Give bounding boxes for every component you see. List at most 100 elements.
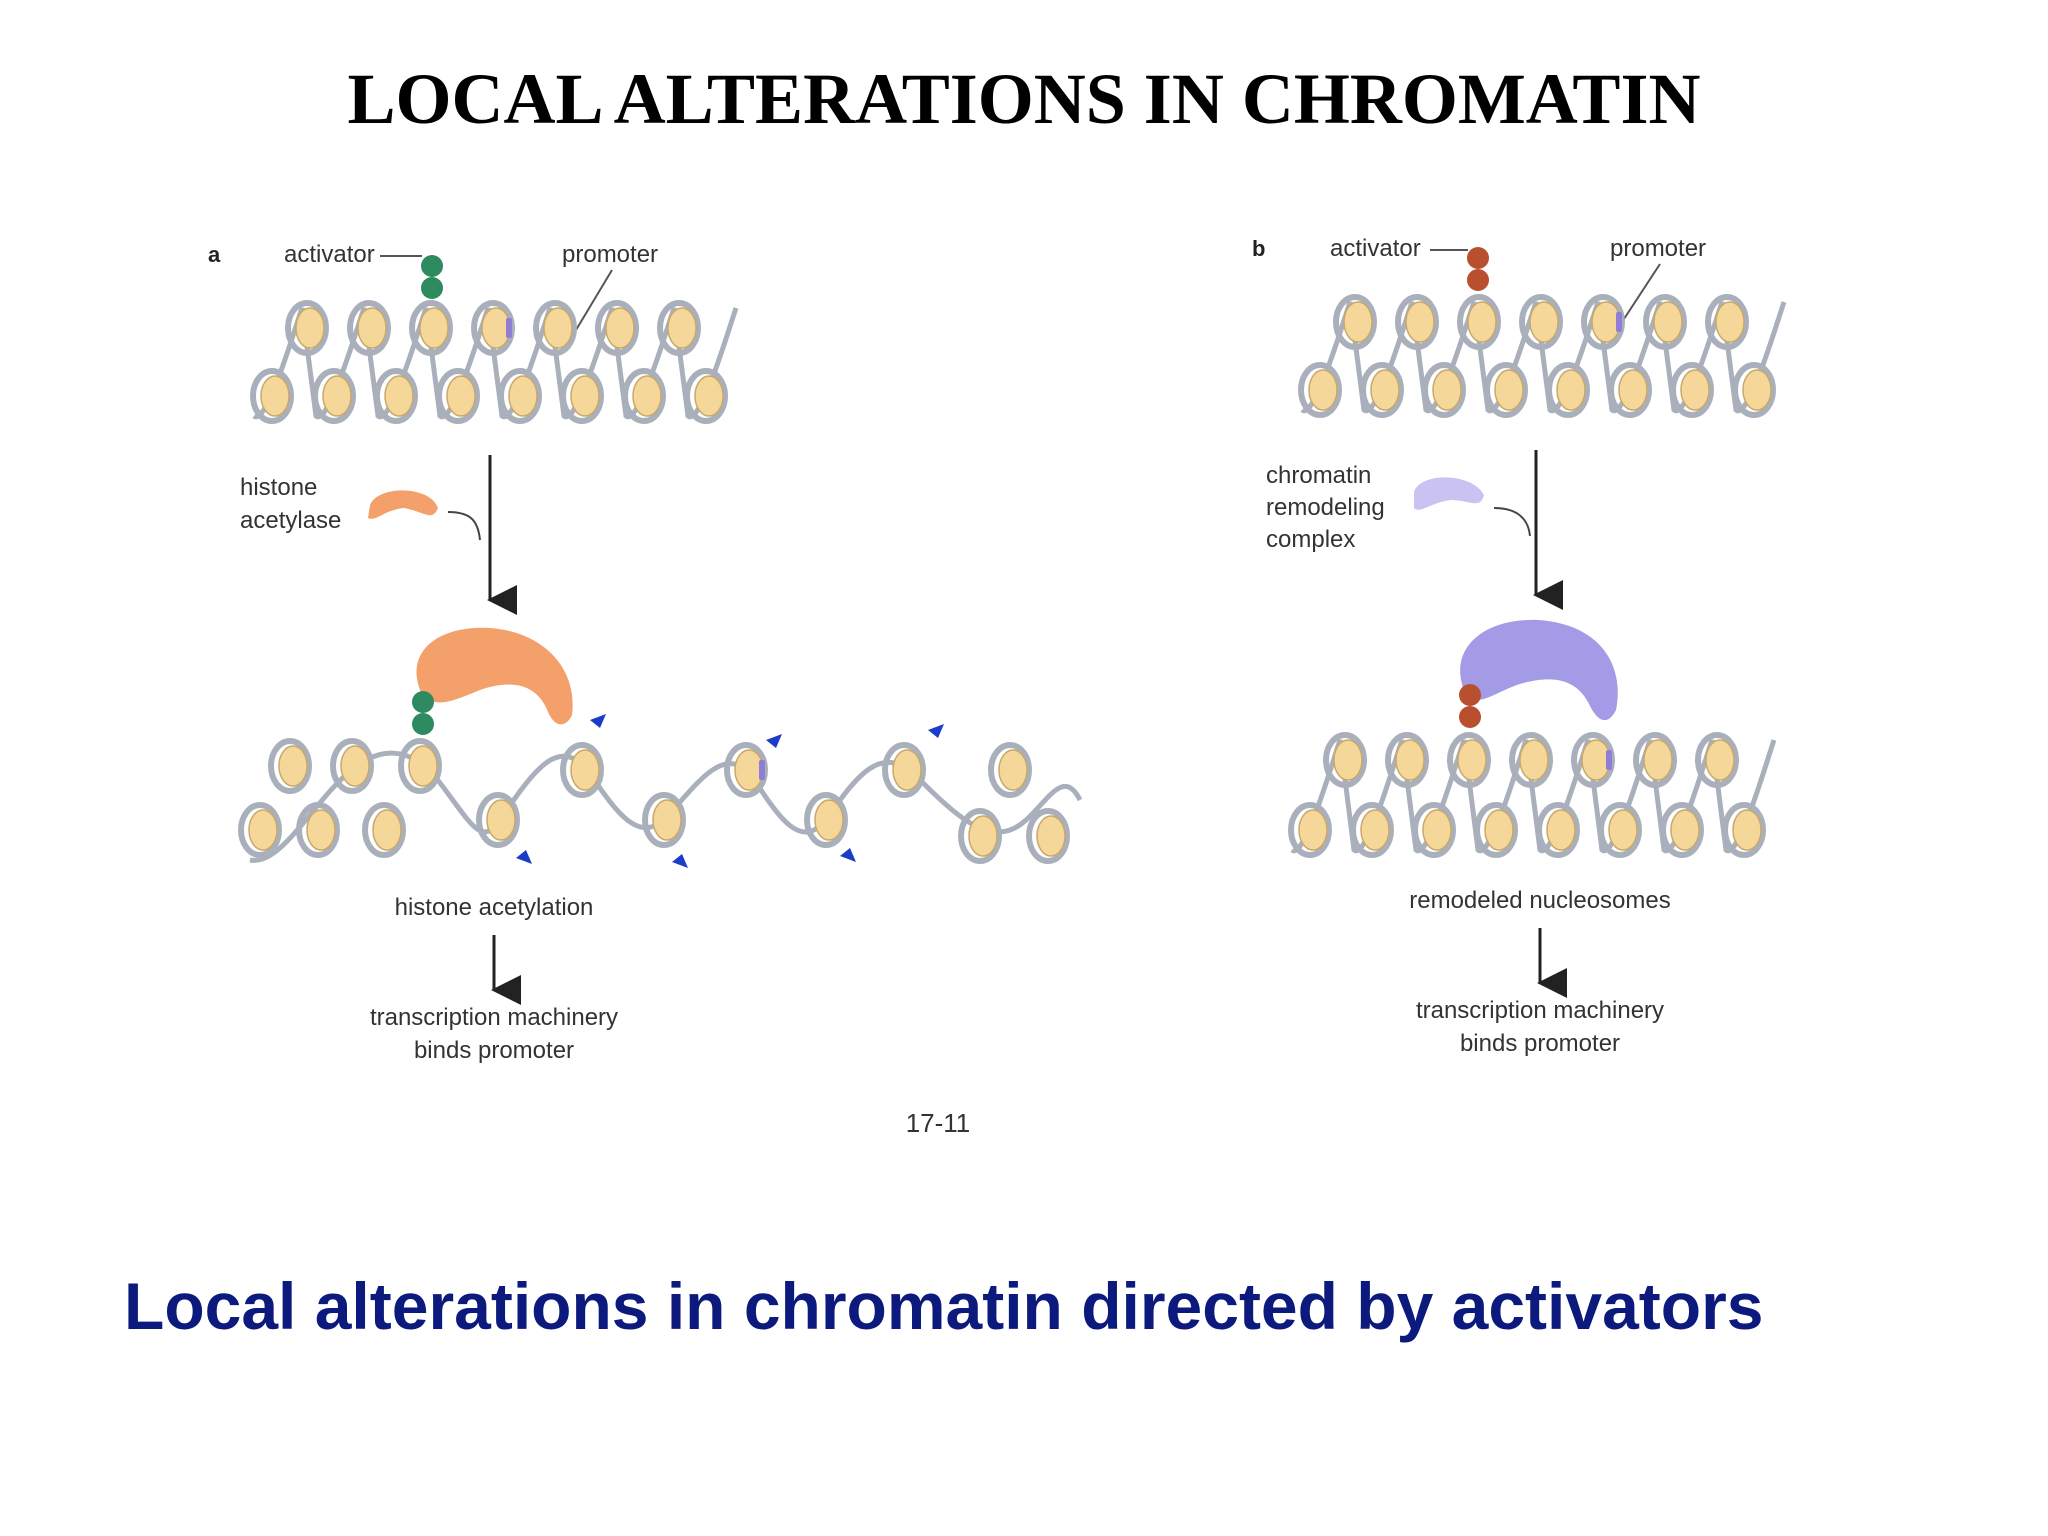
nucleosome bbox=[1633, 732, 1677, 788]
nucleosome bbox=[958, 808, 1002, 864]
nucleosome bbox=[1660, 802, 1704, 858]
panel-b: b activator promoter chromatin remodelin… bbox=[1252, 235, 1787, 1057]
dna-wrap bbox=[958, 808, 1002, 864]
dna-wrap bbox=[1447, 732, 1491, 788]
dna-wrap bbox=[1598, 802, 1642, 858]
dna-wrap bbox=[285, 300, 329, 356]
histone-core bbox=[1370, 369, 1400, 411]
dna-wrap bbox=[642, 792, 686, 848]
dna-wrap bbox=[533, 300, 577, 356]
dna-wrap bbox=[296, 802, 340, 858]
histone-core bbox=[1484, 809, 1514, 851]
nucleosome bbox=[1474, 802, 1518, 858]
histone-core bbox=[1457, 739, 1487, 781]
histone-core bbox=[1715, 301, 1745, 343]
nucleosome bbox=[268, 738, 312, 794]
dna-wrap bbox=[1509, 732, 1553, 788]
nucleosome bbox=[1643, 294, 1687, 350]
nucleosome bbox=[684, 368, 728, 424]
histone-core bbox=[1742, 369, 1772, 411]
nucleosome bbox=[1608, 362, 1652, 418]
nucleosome bbox=[398, 738, 442, 794]
histone-core bbox=[1308, 369, 1338, 411]
dna-wrap bbox=[1474, 802, 1518, 858]
nucleosome bbox=[1412, 802, 1456, 858]
nucleosome bbox=[988, 742, 1032, 798]
nucleosome bbox=[560, 368, 604, 424]
histone-core bbox=[340, 745, 370, 787]
histone-core bbox=[1467, 301, 1497, 343]
dna-wrap bbox=[498, 368, 542, 424]
histone-core bbox=[1618, 369, 1648, 411]
nucleosome bbox=[1323, 732, 1367, 788]
dna-wrap bbox=[1643, 294, 1687, 350]
nucleosome bbox=[1509, 732, 1553, 788]
histone-core bbox=[306, 809, 336, 851]
panel-a-enzyme-leader bbox=[447, 511, 481, 541]
acetyl-mark bbox=[516, 850, 532, 864]
nucleosome bbox=[250, 368, 294, 424]
histone-core bbox=[357, 307, 387, 349]
panel-b-enzyme-label-3: complex bbox=[1266, 526, 1355, 553]
histone-core bbox=[667, 307, 697, 349]
nucleosome bbox=[498, 368, 542, 424]
dna-wrap bbox=[312, 368, 356, 424]
acetyl-mark bbox=[672, 854, 688, 868]
histone-core bbox=[408, 745, 438, 787]
acetyl-mark bbox=[928, 724, 944, 738]
histone-core bbox=[605, 307, 635, 349]
panel-a-fiber-top bbox=[250, 300, 739, 424]
acetyl-mark bbox=[840, 848, 856, 862]
histone-core bbox=[1343, 301, 1373, 343]
histone-core bbox=[652, 799, 682, 841]
nucleosome bbox=[409, 300, 453, 356]
histone-acetylase-small bbox=[368, 490, 438, 519]
panel-a-promoter-leader bbox=[575, 269, 613, 331]
panel-b-outcome-1: transcription machinery bbox=[1416, 997, 1664, 1024]
slide-title: LOCAL ALTERATIONS IN CHROMATIN bbox=[347, 59, 1701, 139]
panel-a-enzyme-label-1: histone bbox=[240, 474, 317, 501]
nucleosome bbox=[1695, 732, 1739, 788]
dna-wrap bbox=[374, 368, 418, 424]
dna-wrap bbox=[1333, 294, 1377, 350]
panel-a-activator-bead-top bbox=[421, 255, 443, 277]
dna-wrap bbox=[1457, 294, 1501, 350]
nucleosome bbox=[1598, 802, 1642, 858]
histone-core bbox=[1298, 809, 1328, 851]
nucleosome bbox=[560, 742, 604, 798]
figure-number: 17-11 bbox=[906, 1108, 971, 1138]
nucleosome bbox=[1288, 802, 1332, 858]
histone-core bbox=[734, 749, 764, 791]
dna-wrap bbox=[595, 300, 639, 356]
panel-b-result-label: remodeled nucleosomes bbox=[1409, 887, 1670, 914]
histone-core bbox=[1705, 739, 1735, 781]
panel-b-activator-bead-bottom bbox=[1467, 269, 1489, 291]
histone-acetylase-bound bbox=[416, 627, 573, 725]
panel-a-activator-bound-bottom bbox=[412, 713, 434, 735]
nucleosome bbox=[1536, 802, 1580, 858]
histone-core bbox=[1653, 301, 1683, 343]
histone-core bbox=[1036, 815, 1066, 857]
panel-b-fiber-bottom bbox=[1288, 732, 1777, 858]
nucleosome bbox=[312, 368, 356, 424]
dna-wrap bbox=[268, 738, 312, 794]
panel-a-enzyme-label-2: acetylase bbox=[240, 507, 341, 534]
panel-b-activator-bound-top bbox=[1459, 684, 1481, 706]
dna-wrap bbox=[238, 802, 282, 858]
histone-core bbox=[1405, 301, 1435, 343]
dna-wrap bbox=[1288, 802, 1332, 858]
acetyl-mark bbox=[766, 734, 782, 748]
nucleosome bbox=[374, 368, 418, 424]
panel-a-activator-bound-top bbox=[412, 691, 434, 713]
histone-core bbox=[1670, 809, 1700, 851]
promoter-mark bbox=[1606, 750, 1612, 770]
nucleosome bbox=[296, 802, 340, 858]
nucleosome bbox=[476, 792, 520, 848]
dna-wrap bbox=[436, 368, 480, 424]
promoter-mark bbox=[1616, 312, 1622, 332]
histone-core bbox=[1333, 739, 1363, 781]
histone-core bbox=[1643, 739, 1673, 781]
nucleosome bbox=[1581, 294, 1625, 350]
histone-core bbox=[481, 307, 511, 349]
dna-wrap bbox=[1385, 732, 1429, 788]
